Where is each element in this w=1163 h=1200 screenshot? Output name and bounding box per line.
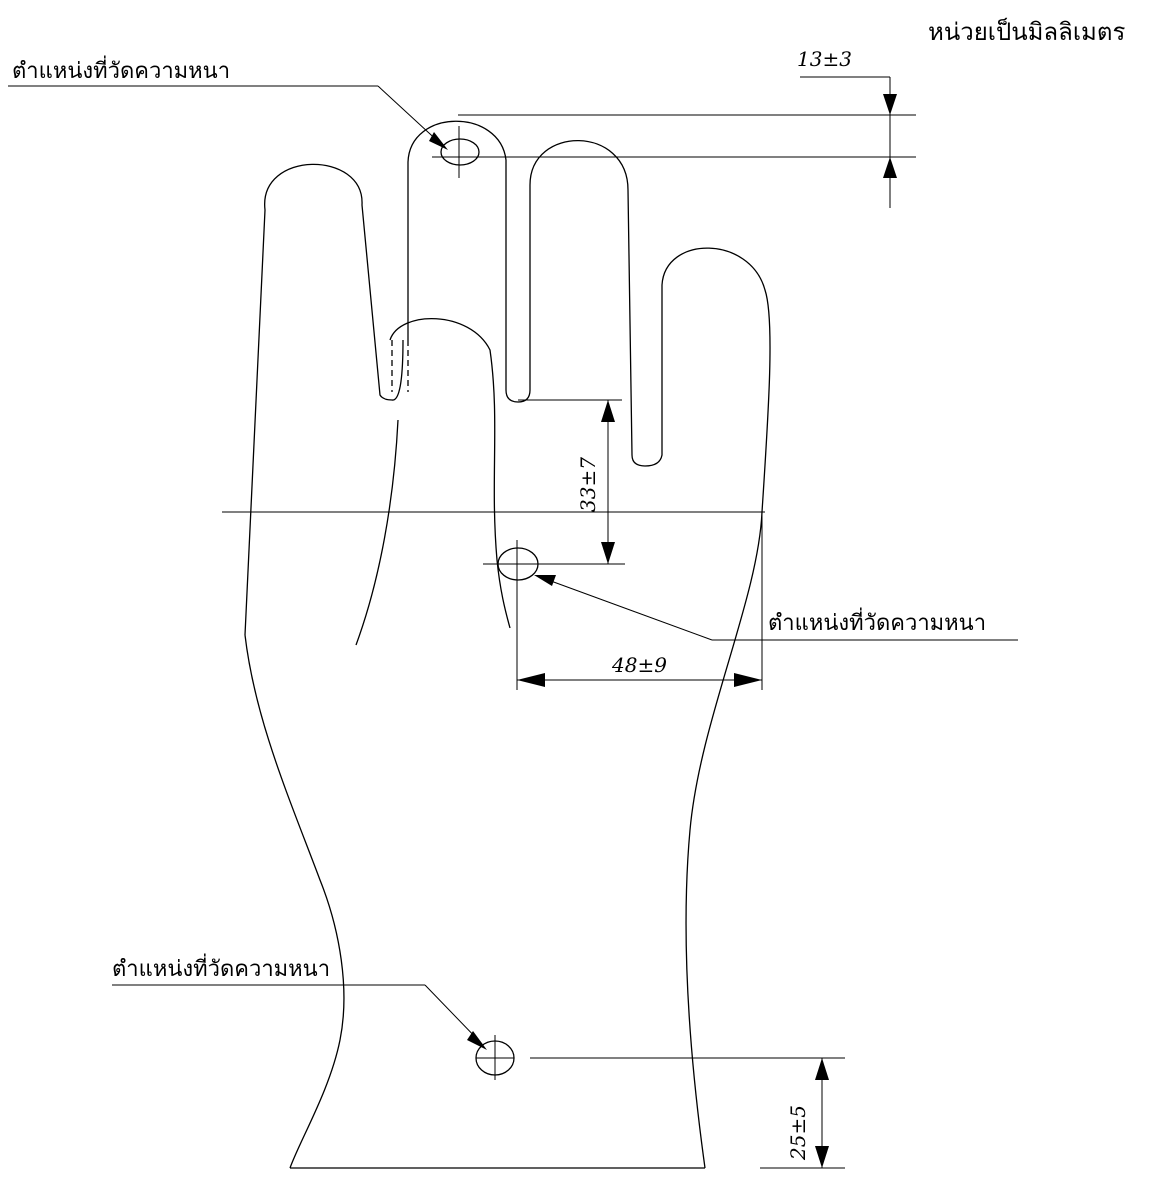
dimension-fingertip [800,76,897,208]
dim-palm-horizontal-label: 48±9 [611,653,667,677]
glove-outline [244,120,771,1169]
leader-palm [534,575,1018,641]
label-top: ตำแหน่งที่วัดความหนา [12,55,230,84]
dim-palm-vertical-label: 33±7 [576,457,600,512]
label-cuff: ตำแหน่งที่วัดความหนา [112,953,330,982]
measure-point-top [432,114,916,178]
measure-point-cuff [475,1035,845,1080]
dim-cuff-label: 25±5 [786,1105,810,1161]
leader-top [8,85,448,150]
measure-point-palm [483,540,625,690]
unit-note: หน่วยเป็นมิลลิเมตร [928,17,1125,46]
leader-cuff [112,984,487,1050]
dimension-cuff [760,1058,845,1169]
dimension-palm-horizontal [517,512,763,690]
dimension-palm-vertical [518,399,622,564]
label-palm: ตำแหน่งที่วัดความหนา [768,607,986,636]
dim-fingertip-label: 13±3 [797,47,852,71]
